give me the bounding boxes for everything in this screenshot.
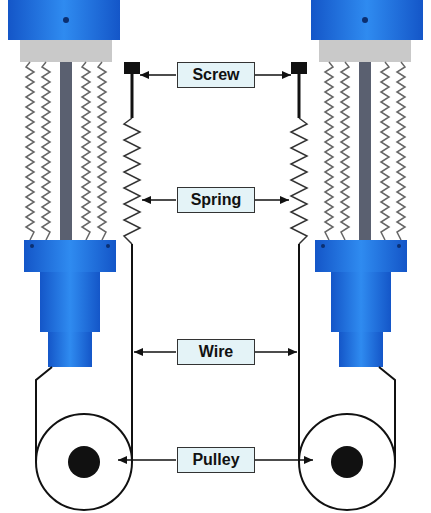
leader-arrow	[140, 74, 176, 76]
leader-arrow	[255, 199, 289, 201]
part-label: Pulley	[192, 451, 239, 468]
right-mechanism	[291, 0, 423, 510]
part-label: Screw	[192, 66, 239, 83]
leader-arrow	[255, 74, 291, 76]
part-label: Spring	[191, 191, 242, 208]
leader-arrow	[255, 351, 297, 353]
leader-arrow	[134, 351, 176, 353]
leader-arrow	[142, 199, 176, 201]
part-label-box: Pulley	[177, 447, 255, 473]
left-mechanism	[8, 0, 140, 510]
part-label-box: Screw	[177, 62, 255, 88]
part-label: Wire	[199, 343, 234, 360]
part-label-box: Spring	[177, 187, 255, 213]
leader-arrow	[118, 459, 176, 461]
part-label-box: Wire	[177, 339, 255, 365]
leader-arrow	[255, 459, 313, 461]
